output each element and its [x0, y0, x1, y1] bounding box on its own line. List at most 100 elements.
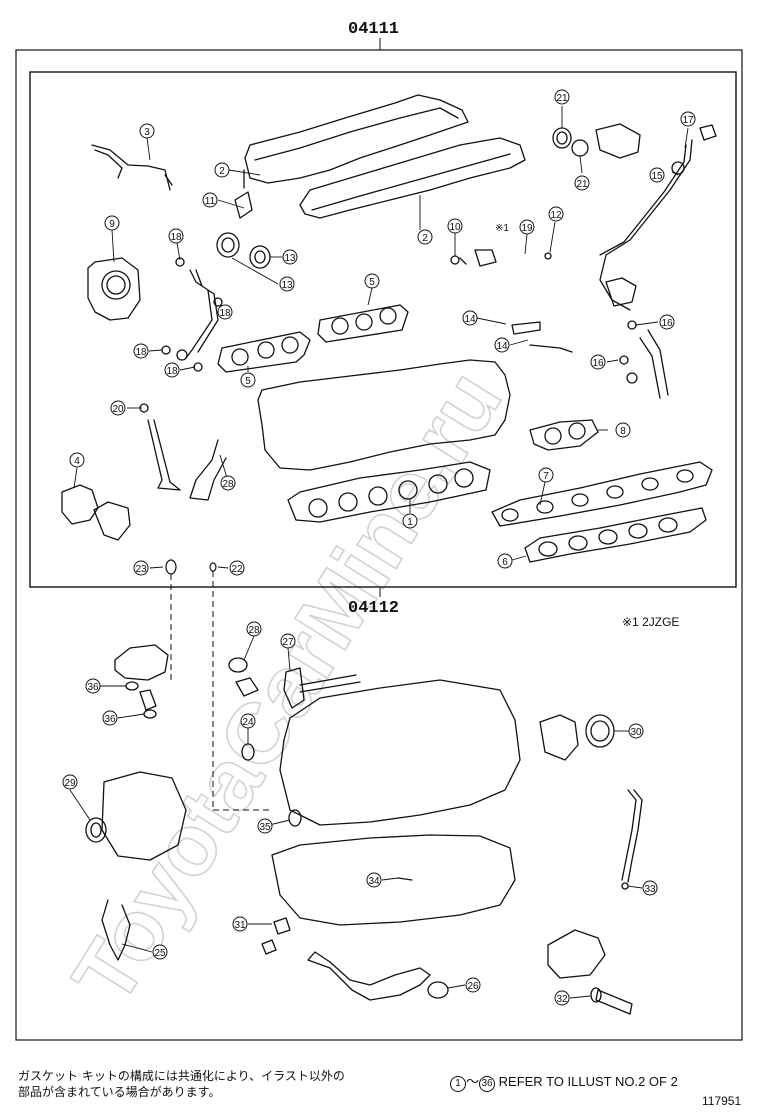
svg-text:14: 14 [496, 341, 508, 352]
callout-21b: 21 [574, 175, 590, 191]
illustration-number: 117951 [702, 1094, 742, 1108]
timing-gasket-29 [101, 771, 187, 861]
callout-30: 30 [628, 723, 644, 739]
callout-27: 27 [280, 633, 296, 649]
upper-group-frame [29, 71, 737, 588]
callout-18b: 18 [217, 304, 233, 320]
valve [147, 419, 181, 491]
throttle-gasket-9 [87, 257, 141, 321]
callout-23: 23 [133, 560, 149, 576]
callout-11: 11 [202, 192, 218, 208]
ref-from-badge: 1 [450, 1076, 466, 1092]
callout-28-lower: 28 [246, 621, 262, 637]
callout-13a: 13 [282, 249, 298, 265]
svg-text:21: 21 [556, 93, 568, 104]
callout-34: 34 [366, 872, 382, 888]
svg-text:32: 32 [556, 994, 568, 1005]
svg-text:21: 21 [576, 179, 588, 190]
callout-13b: 13 [279, 276, 295, 292]
callout-2a: 2 [214, 162, 230, 178]
callout-5a: 5 [364, 273, 380, 289]
svg-text:36: 36 [104, 714, 116, 725]
svg-text:14: 14 [464, 314, 476, 325]
svg-text:7: 7 [543, 471, 549, 482]
svg-text:3: 3 [144, 127, 150, 138]
exhaust-manifold-gasket-5b [317, 304, 409, 343]
exhaust-manifold-gasket-5a [217, 331, 311, 373]
svg-text:31: 31 [234, 920, 246, 931]
callout-25: 25 [152, 944, 168, 960]
variant-note: ※1 2JZGE [622, 615, 680, 629]
callout-21a: 21 [554, 89, 570, 105]
head-cover-gasket-rear [244, 94, 469, 184]
svg-text:26: 26 [467, 981, 479, 992]
gasket-kit-note: ガスケット キットの構成には共通化により、イラスト以外の 部品が含まれている場合… [18, 1068, 345, 1100]
hose-3 [91, 144, 173, 191]
svg-text:13: 13 [284, 253, 296, 264]
svg-text:18: 18 [135, 347, 147, 358]
callout-36a: 36 [85, 678, 101, 694]
callout-29: 29 [62, 774, 78, 790]
oil-strainer [307, 951, 431, 1001]
callout-6: 6 [497, 553, 513, 569]
dipstick-guide-33 [621, 789, 643, 883]
callout-22: 22 [229, 560, 245, 576]
svg-text:29: 29 [64, 778, 76, 789]
svg-text:18: 18 [166, 366, 178, 377]
callout-1: 1 [402, 513, 418, 529]
svg-text:20: 20 [112, 404, 124, 415]
egr-pipe [599, 139, 693, 311]
upper-callouts: 3 2 2 9 11 13 13 18 18 18 18 5 5 4 20 28… [69, 89, 696, 576]
note-line-2: 部品が含まれている場合があります。 [18, 1085, 221, 1099]
callout-16a: 16 [659, 314, 675, 330]
callout-33: 33 [642, 880, 658, 896]
callout-31: 31 [232, 916, 248, 932]
svg-text:18: 18 [219, 308, 231, 319]
svg-text:2: 2 [422, 233, 428, 244]
callout-16b: 16 [590, 354, 606, 370]
water-inlet-gasket-4 [61, 484, 99, 525]
svg-text:16: 16 [661, 318, 673, 329]
timing-cover-gasket-27 [283, 667, 305, 709]
ref-text: REFER TO ILLUST NO.2 OF 2 [498, 1074, 678, 1089]
gasket-25 [101, 899, 131, 961]
lower-group-code: 04112 [348, 599, 399, 618]
cylinder-head-gasket-outline [257, 359, 511, 471]
svg-text:9: 9 [109, 219, 115, 230]
svg-text:22: 22 [231, 564, 243, 575]
svg-text:18: 18 [170, 232, 182, 243]
callout-24: 24 [240, 713, 256, 729]
svg-text:28: 28 [248, 625, 260, 636]
callout-35: 35 [257, 818, 273, 834]
head-cover-gasket-front [299, 137, 526, 219]
svg-text:13: 13 [281, 280, 293, 291]
callout-7: 7 [538, 467, 554, 483]
callout-12: 12 [548, 206, 564, 222]
callout-5b: 5 [240, 372, 256, 388]
svg-text:35: 35 [259, 822, 271, 833]
callout-17: 17 [680, 111, 696, 127]
callout-26: 26 [465, 977, 481, 993]
svg-text:12: 12 [550, 210, 562, 221]
callout-10: 10 [447, 218, 463, 234]
callout-14b: 14 [494, 337, 510, 353]
gasket-8 [529, 419, 599, 451]
callout-14a: 14 [462, 310, 478, 326]
svg-text:27: 27 [282, 637, 294, 648]
callout-3: 3 [139, 123, 155, 139]
svg-text:23: 23 [135, 564, 147, 575]
note-line-1: ガスケット キットの構成には共通化により、イラスト以外の [18, 1069, 345, 1083]
svg-text:17: 17 [682, 115, 694, 126]
callout-18c: 18 [133, 343, 149, 359]
callout-18d: 18 [164, 362, 180, 378]
water-outlet [114, 644, 169, 681]
svg-text:11: 11 [205, 196, 216, 207]
svg-text:5: 5 [245, 376, 251, 387]
reference-note: 1～36 REFER TO ILLUST NO.2 OF 2 [450, 1071, 678, 1092]
svg-text:5: 5 [369, 277, 375, 288]
svg-text:24: 24 [242, 717, 254, 728]
callout-8: 8 [615, 422, 631, 438]
outer-frame [15, 49, 743, 1041]
svg-text:33: 33 [644, 884, 656, 895]
